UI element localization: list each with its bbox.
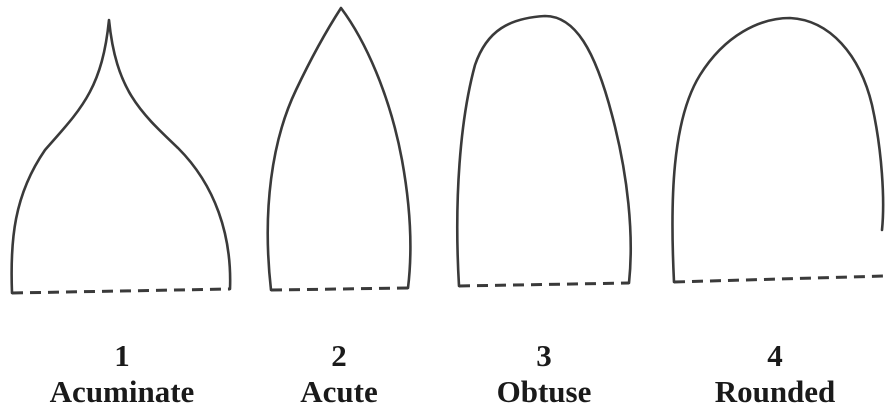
caption-rounded: 4 Rounded [665,338,885,410]
caption-acuminate: 1 Acuminate [12,338,232,410]
shape-number: 4 [665,338,885,374]
shape-label: Acuminate [12,374,232,410]
shape-label: Acute [229,374,449,410]
shape-label: Obtuse [434,374,654,410]
apex-shape-acuminate [12,20,231,293]
shape-label: Rounded [665,374,885,410]
shape-number: 3 [434,338,654,374]
obtuse-outline [457,16,630,286]
shape-number: 2 [229,338,449,374]
shape-number: 1 [12,338,232,374]
obtuse-base-line [459,283,629,286]
caption-acute: 2 Acute [229,338,449,410]
acute-base-line [271,288,408,290]
acuminate-base-line [12,289,230,293]
acuminate-outline [12,20,231,293]
apex-shape-obtuse [457,16,630,286]
rounded-outline [672,18,883,282]
rounded-base-line [674,276,885,282]
acute-outline [268,8,411,290]
apex-shape-acute [268,8,411,290]
caption-obtuse: 3 Obtuse [434,338,654,410]
apex-shape-rounded [672,18,885,282]
